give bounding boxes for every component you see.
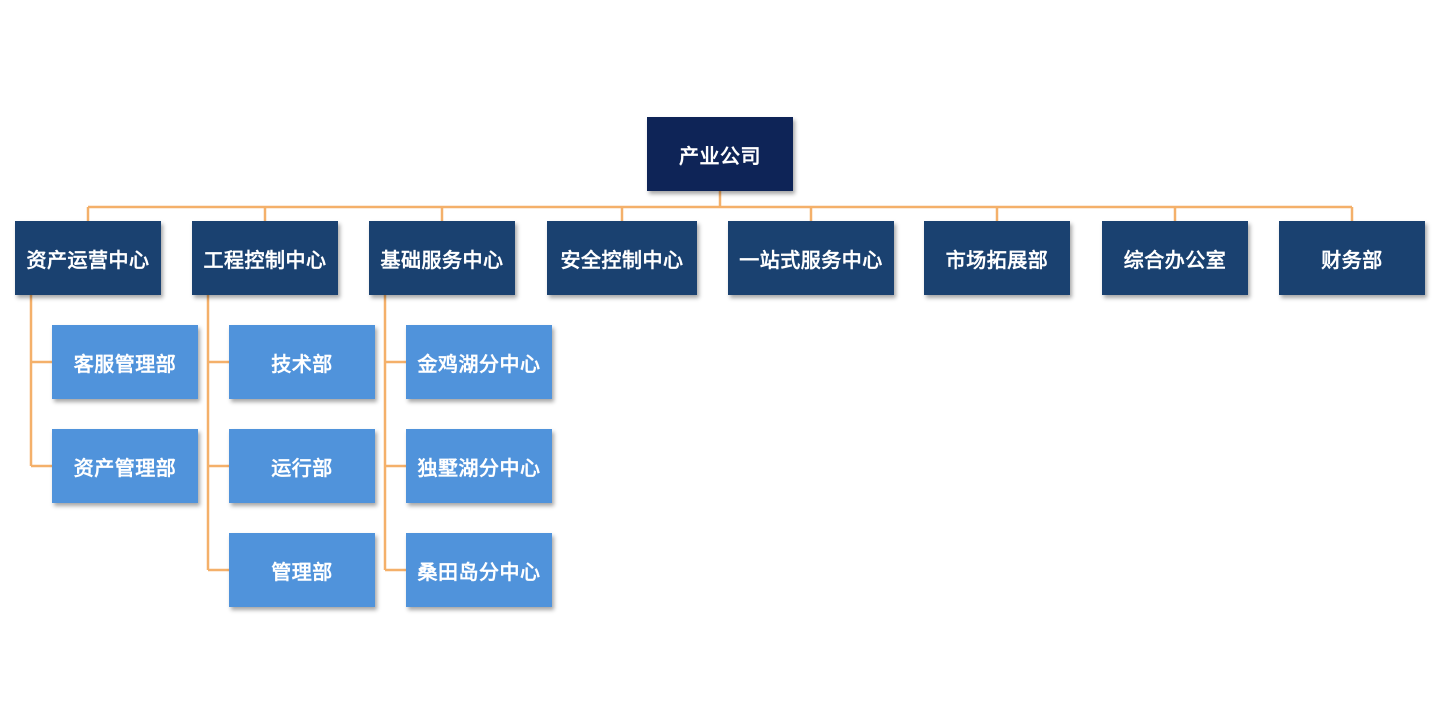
org-node-safety-control-center[interactable]: 安全控制中心 bbox=[547, 221, 697, 295]
org-node-engineering-control-center[interactable]: 工程控制中心 bbox=[192, 221, 338, 295]
org-node-sangtiandao-branch[interactable]: 桑田岛分中心 bbox=[406, 533, 552, 607]
org-node-operations-dept[interactable]: 运行部 bbox=[229, 429, 375, 503]
org-node-one-stop-service-center[interactable]: 一站式服务中心 bbox=[728, 221, 894, 295]
org-node-asset-operation-center[interactable]: 资产运营中心 bbox=[15, 221, 161, 295]
org-node-management-dept[interactable]: 管理部 bbox=[229, 533, 375, 607]
org-node-root[interactable]: 产业公司 bbox=[647, 117, 793, 191]
org-node-dushuhu-branch[interactable]: 独墅湖分中心 bbox=[406, 429, 552, 503]
org-node-market-expansion-dept[interactable]: 市场拓展部 bbox=[924, 221, 1070, 295]
org-node-technical-dept[interactable]: 技术部 bbox=[229, 325, 375, 399]
org-node-jinjihu-branch[interactable]: 金鸡湖分中心 bbox=[406, 325, 552, 399]
org-node-customer-service-mgmt[interactable]: 客服管理部 bbox=[52, 325, 198, 399]
org-node-general-office[interactable]: 综合办公室 bbox=[1102, 221, 1248, 295]
org-node-finance-dept[interactable]: 财务部 bbox=[1279, 221, 1425, 295]
org-node-basic-service-center[interactable]: 基础服务中心 bbox=[369, 221, 515, 295]
org-node-asset-mgmt[interactable]: 资产管理部 bbox=[52, 429, 198, 503]
